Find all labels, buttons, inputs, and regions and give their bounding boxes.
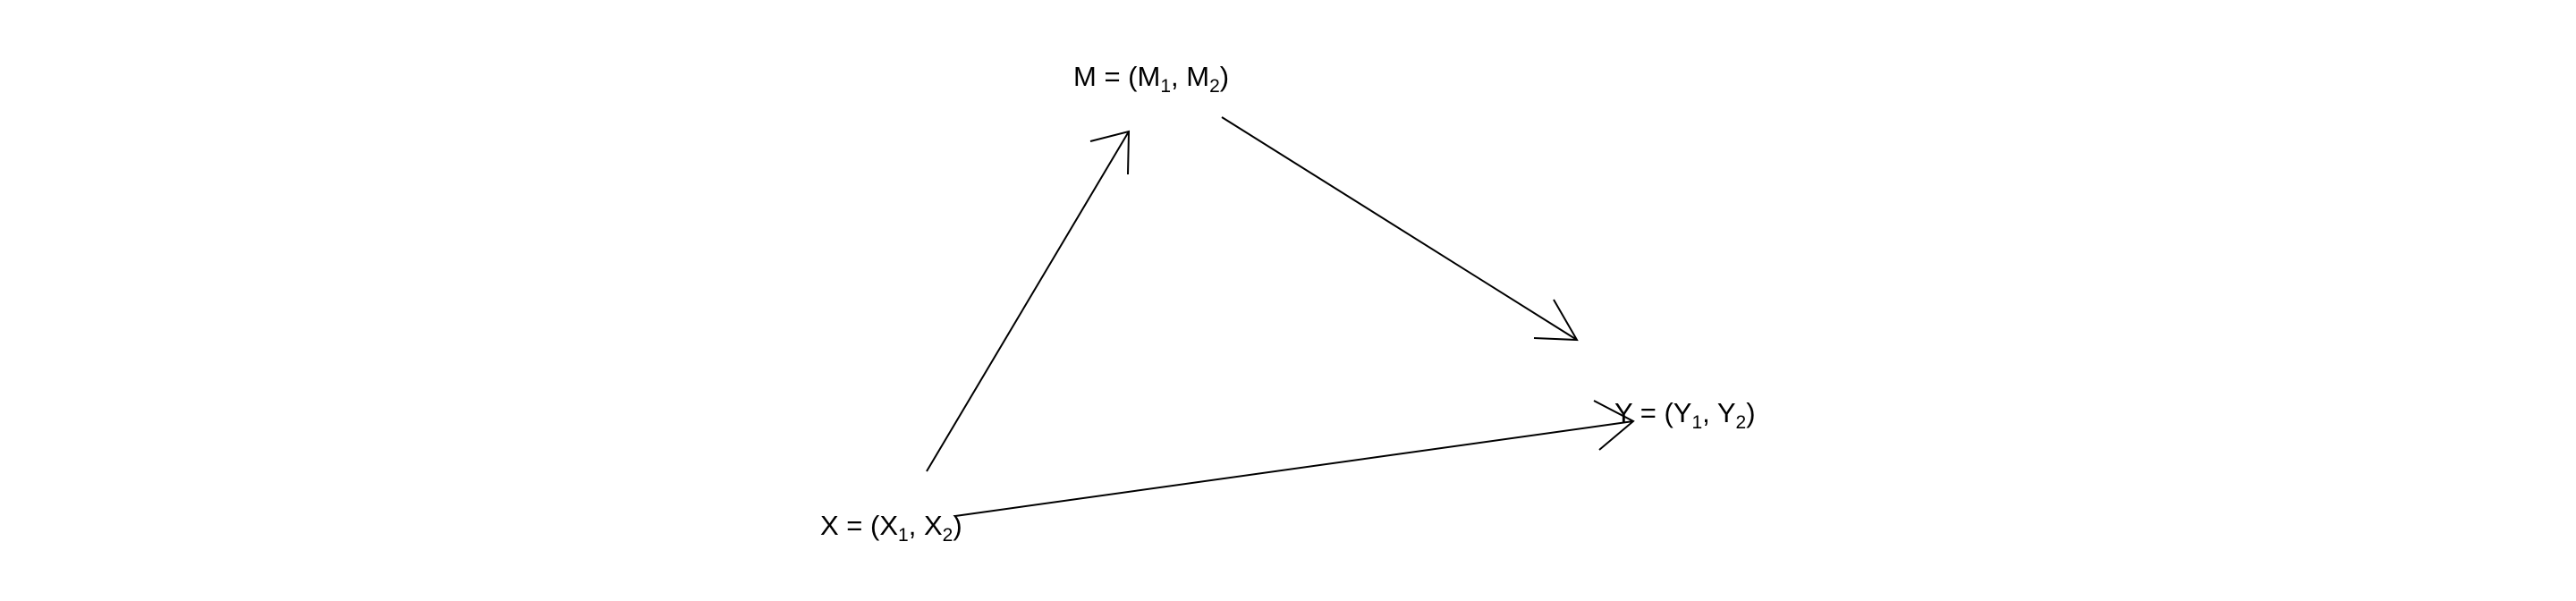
node-y-comma: , bbox=[1702, 397, 1717, 428]
node-x-comma: , bbox=[908, 510, 924, 541]
node-y-s2: 2 bbox=[1735, 412, 1747, 433]
node-y-v2: Y bbox=[1716, 397, 1736, 428]
node-m-sep: = ( bbox=[1096, 61, 1138, 92]
node-m-comma: , bbox=[1171, 61, 1187, 92]
node-m-close: ) bbox=[1219, 61, 1230, 92]
node-x-label: X = (X1, X2) bbox=[820, 510, 962, 545]
node-m-label: M = (M1, M2) bbox=[1073, 61, 1230, 96]
node-m-s2: 2 bbox=[1209, 76, 1220, 97]
node-y-label: Y = (Y1, Y2) bbox=[1614, 397, 1756, 432]
node-y-name: Y bbox=[1614, 397, 1633, 428]
edge-m-to-y-arrowhead bbox=[1533, 299, 1579, 342]
edge-x-to-m-arrowhead bbox=[1089, 130, 1131, 175]
edge-x-to-y-arrowhead bbox=[1593, 400, 1635, 451]
edge-x-to-y bbox=[954, 400, 1635, 517]
edge-m-to-y-shaft bbox=[1221, 116, 1578, 341]
node-x-v1: X bbox=[879, 510, 899, 541]
edge-m-to-y bbox=[1221, 116, 1579, 342]
node-x-close: ) bbox=[953, 510, 962, 541]
edge-x-to-m bbox=[926, 130, 1131, 472]
node-y-v1: Y bbox=[1673, 397, 1692, 428]
node-m-v2: M bbox=[1186, 61, 1210, 92]
node-x-name: X bbox=[820, 510, 839, 541]
node-x-s2: 2 bbox=[942, 525, 953, 546]
edge-x-to-y-shaft bbox=[954, 420, 1634, 517]
node-x-v2: X bbox=[923, 510, 943, 541]
node-m-v1: M bbox=[1137, 61, 1161, 92]
node-x-sep: = ( bbox=[838, 510, 880, 541]
node-m-name: M bbox=[1073, 61, 1097, 92]
node-y-s1: 1 bbox=[1691, 412, 1703, 433]
node-m-s1: 1 bbox=[1160, 76, 1171, 97]
node-y-sep: = ( bbox=[1632, 397, 1674, 428]
node-y-close: ) bbox=[1746, 397, 1756, 428]
edge-x-to-m-shaft bbox=[926, 131, 1130, 472]
node-x-s1: 1 bbox=[898, 525, 909, 546]
